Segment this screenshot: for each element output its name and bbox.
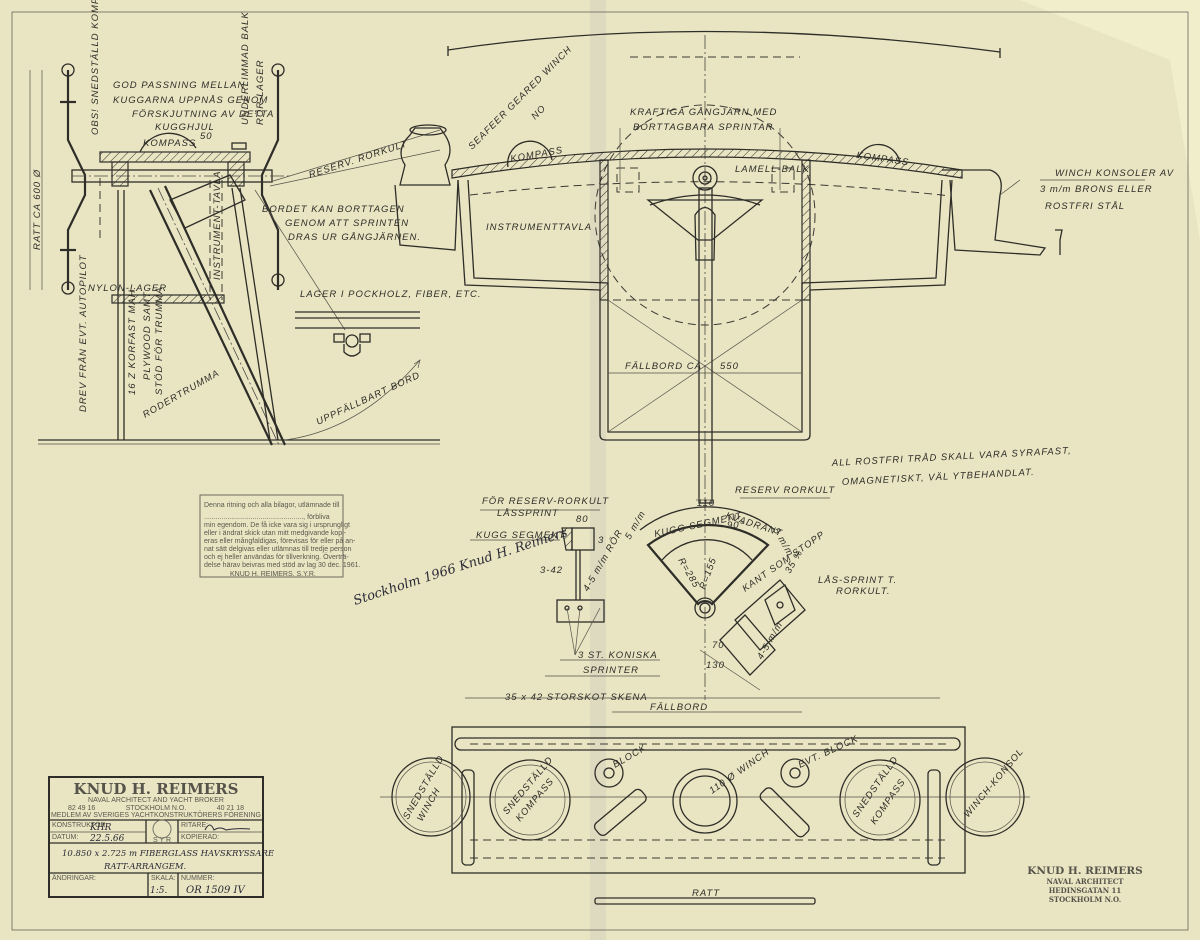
notice-line: eller i ändrat skick utan mitt medgivand… (204, 530, 347, 537)
address-street: HEDINSGATAN 11 (1049, 886, 1122, 895)
label-for-reserv-rorkult: FÖR RESERV-RORKULT (482, 496, 609, 507)
firm-city: STOCKHOLM N.O. (126, 805, 187, 812)
label-instrument-tavla: INSTRUMENT-TAVLA (212, 171, 223, 280)
paper-tear (1020, 0, 1200, 240)
note-kraftiga-gangjarn: KRAFTIGA GÅNGJÄRN MED (630, 107, 777, 118)
firm-name: KNUD H. REIMERS (74, 780, 239, 798)
kopierad-label: KOPIERAD: (181, 834, 219, 841)
notice-line: delse härav beivras med stöd av lag 30 d… (204, 562, 360, 569)
dim-70: 70 (712, 640, 725, 651)
skala-label: SKALA: (151, 875, 176, 882)
notice-line: min egendom. De få icke vara sig i urspr… (204, 521, 350, 529)
note-rostfri-stal: ROSTFRI STÅL (1045, 201, 1125, 212)
syr-seal (152, 819, 172, 839)
title-block: KNUD H. REIMERS NAVAL ARCHITECT AND YACH… (48, 776, 275, 898)
dim-50: 50 (200, 131, 213, 142)
label-instrumenttavla: INSTRUMENTTAVLA (486, 222, 592, 233)
datum-value: 22.5.66 (89, 834, 125, 844)
label-ratt-600: RATT CA 600 Ø (32, 169, 43, 250)
drawing-subtitle: RATT-ARRANGEM. (103, 862, 186, 872)
dim-3-42: 3-42 (540, 565, 563, 576)
plan-view (380, 697, 1030, 905)
dim-90-deg: 90° (727, 520, 744, 531)
label-sprinter: SPRINTER (583, 665, 639, 676)
notice-line: ........................................… (204, 514, 330, 521)
notice-line: eras eller mångfaldigas, förevisas för e… (204, 537, 356, 545)
drawing-title: 10.850 x 2.725 m FIBERGLASS HAVSKRYSSARE (62, 849, 275, 859)
konstruktor-label: KONSTRUKTÖR: (52, 821, 108, 829)
label-underlimmad-balk: UNDERLIMMAD BALK (240, 11, 251, 125)
ritare-label: RITARE: (181, 822, 208, 829)
segment-detail (470, 497, 830, 691)
label-korfast-mah: 16 Z KORFAST MAH. (127, 286, 138, 395)
label-nylon-lager: NYLON-LAGER (88, 283, 167, 294)
ritare-signature (204, 824, 251, 831)
skala-value: 1:5. (150, 886, 167, 896)
note-kugghjul: KUGGHJUL (155, 122, 215, 133)
label-reserv-rorkult: RESERV RORKULT (735, 485, 835, 496)
label-fallbord-plan: FÄLLBORD (650, 702, 708, 713)
phone-left: 82 49 16 (68, 805, 95, 812)
label-storskot-skena: 35 x 42 STORSKOT SKENA (505, 692, 648, 703)
note-god-passning: GOD PASSNING MELLAN (113, 80, 245, 91)
datum-label: DATUM: (52, 834, 78, 841)
note-brons: 3 m/m BRONS ELLER (1040, 184, 1153, 195)
label-lassprint: LÅSSPRINT (497, 508, 559, 519)
firm-subtitle: NAVAL ARCHITECT AND YACHT BROKER (88, 797, 224, 804)
seal-text: S Y R (153, 837, 171, 844)
label-obs-snedstalld: OBS! SNEDSTÄLLD KOMPASS (90, 0, 101, 135)
note-genom: GENOM ATT SPRINTEN (285, 218, 409, 229)
dim-fallbord-550: 550 (720, 361, 739, 372)
label-ror-lager: RÖR-LAGER (255, 60, 266, 125)
label-las-sprint: LÅS-SPRINT T. (818, 575, 897, 586)
address-stamp: KNUD H. REIMERS NAVAL ARCHITECT HEDINSGA… (1027, 865, 1142, 904)
notice-line: och ej heller användas för tillverkning.… (204, 553, 349, 561)
dim-fallbord-label: FÄLLBORD CA (625, 361, 702, 372)
address-role: NAVAL ARCHITECT (1046, 877, 1124, 886)
label-kompass-side: KOMPASS (143, 138, 196, 149)
sheet-border (11, 11, 1189, 931)
address-firm: KNUD H. REIMERS (1027, 865, 1142, 877)
note-dras: DRAS UR GÅNGJÄRNEN. (288, 232, 421, 243)
side-view (29, 63, 441, 446)
ownership-notice: Denna ritning och alla bilagor, utlämnad… (199, 494, 360, 578)
nummer-label: NUMMER: (181, 875, 214, 882)
fold-band (590, 0, 606, 940)
note-forskjutning: FÖRSKJUTNING AV DETTA (132, 109, 274, 120)
konstruktor-value: KHR (89, 823, 112, 833)
label-kugg-segment-side: KUGG SEGMENT (476, 530, 566, 541)
note-winch-konsoler: WINCH KONSOLER AV (1055, 168, 1175, 179)
address-city: STOCKHOLM N.O. (1049, 895, 1121, 904)
label-plywood-samt: PLYWOOD SAMT (142, 291, 153, 380)
label-lager-pockholz: LAGER I POCKHOLZ, FIBER, ETC. (300, 289, 482, 300)
note-bordet: BORDET KAN BORTTAGEN (262, 204, 405, 215)
label-konisk-sprinter: 3 ST. KONISKA (578, 650, 658, 661)
dim-3: 3 (598, 535, 604, 546)
label-ratt: RATT (692, 888, 720, 899)
note-kuggarna: KUGGARNA UPPNÅS GENOM (113, 95, 268, 106)
dim-80: 80 (576, 514, 589, 525)
firm-member: MEDLEM AV SVERIGES YACHTKONSTRUKTÖRERS F… (51, 811, 261, 819)
front-view (394, 30, 1063, 700)
label-rorkult: RORKULT. (836, 586, 890, 597)
phone-right: 40 21 18 (217, 805, 244, 812)
label-drev-autopilot: DREV FRÅN EVT. AUTOPILOT (78, 254, 89, 412)
dim-130: 130 (706, 660, 725, 671)
notice-line: Denna ritning och alla bilagor, utlämnad… (204, 502, 340, 509)
note-borttagbara-sprintar: BORTTAGBARA SPRINTAR (633, 122, 774, 133)
andringar-label: ÄNDRINGAR: (52, 874, 96, 882)
notice-line: nat sätt delgivas eller utlämnas till tr… (204, 546, 352, 553)
label-stod-for-trumma: STÖD FÖR TRUMMA (154, 287, 165, 395)
nummer-value: OR 1509 IV (186, 885, 246, 896)
label-lamell-balk: LAMELL-BALK (735, 164, 810, 175)
notice-signature: KNUD H. REIMERS. S.Y.R. (230, 571, 316, 578)
dim-110: 110 (697, 498, 715, 509)
